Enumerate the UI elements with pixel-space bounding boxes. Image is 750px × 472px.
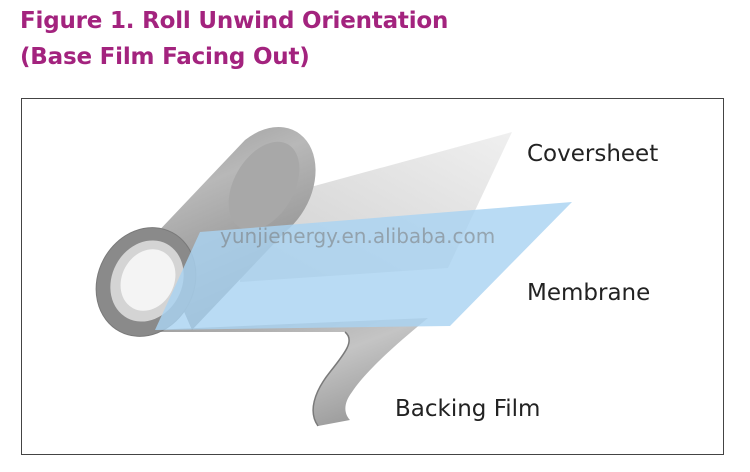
roll-core — [120, 249, 176, 311]
backing-film-edge — [312, 331, 350, 427]
figure-title: Figure 1. Roll Unwind Orientation — [20, 8, 449, 34]
membrane-layer — [155, 202, 572, 330]
coversheet-label: Coversheet — [527, 141, 659, 167]
watermark-text: yunjienergy.en.alibaba.com — [220, 224, 496, 248]
figure-subtitle: (Base Film Facing Out) — [20, 44, 310, 70]
roll-far-end — [228, 141, 300, 231]
backing-film-layer — [150, 318, 428, 426]
backing-film-label: Backing Film — [395, 396, 541, 422]
membrane-label: Membrane — [527, 280, 651, 306]
